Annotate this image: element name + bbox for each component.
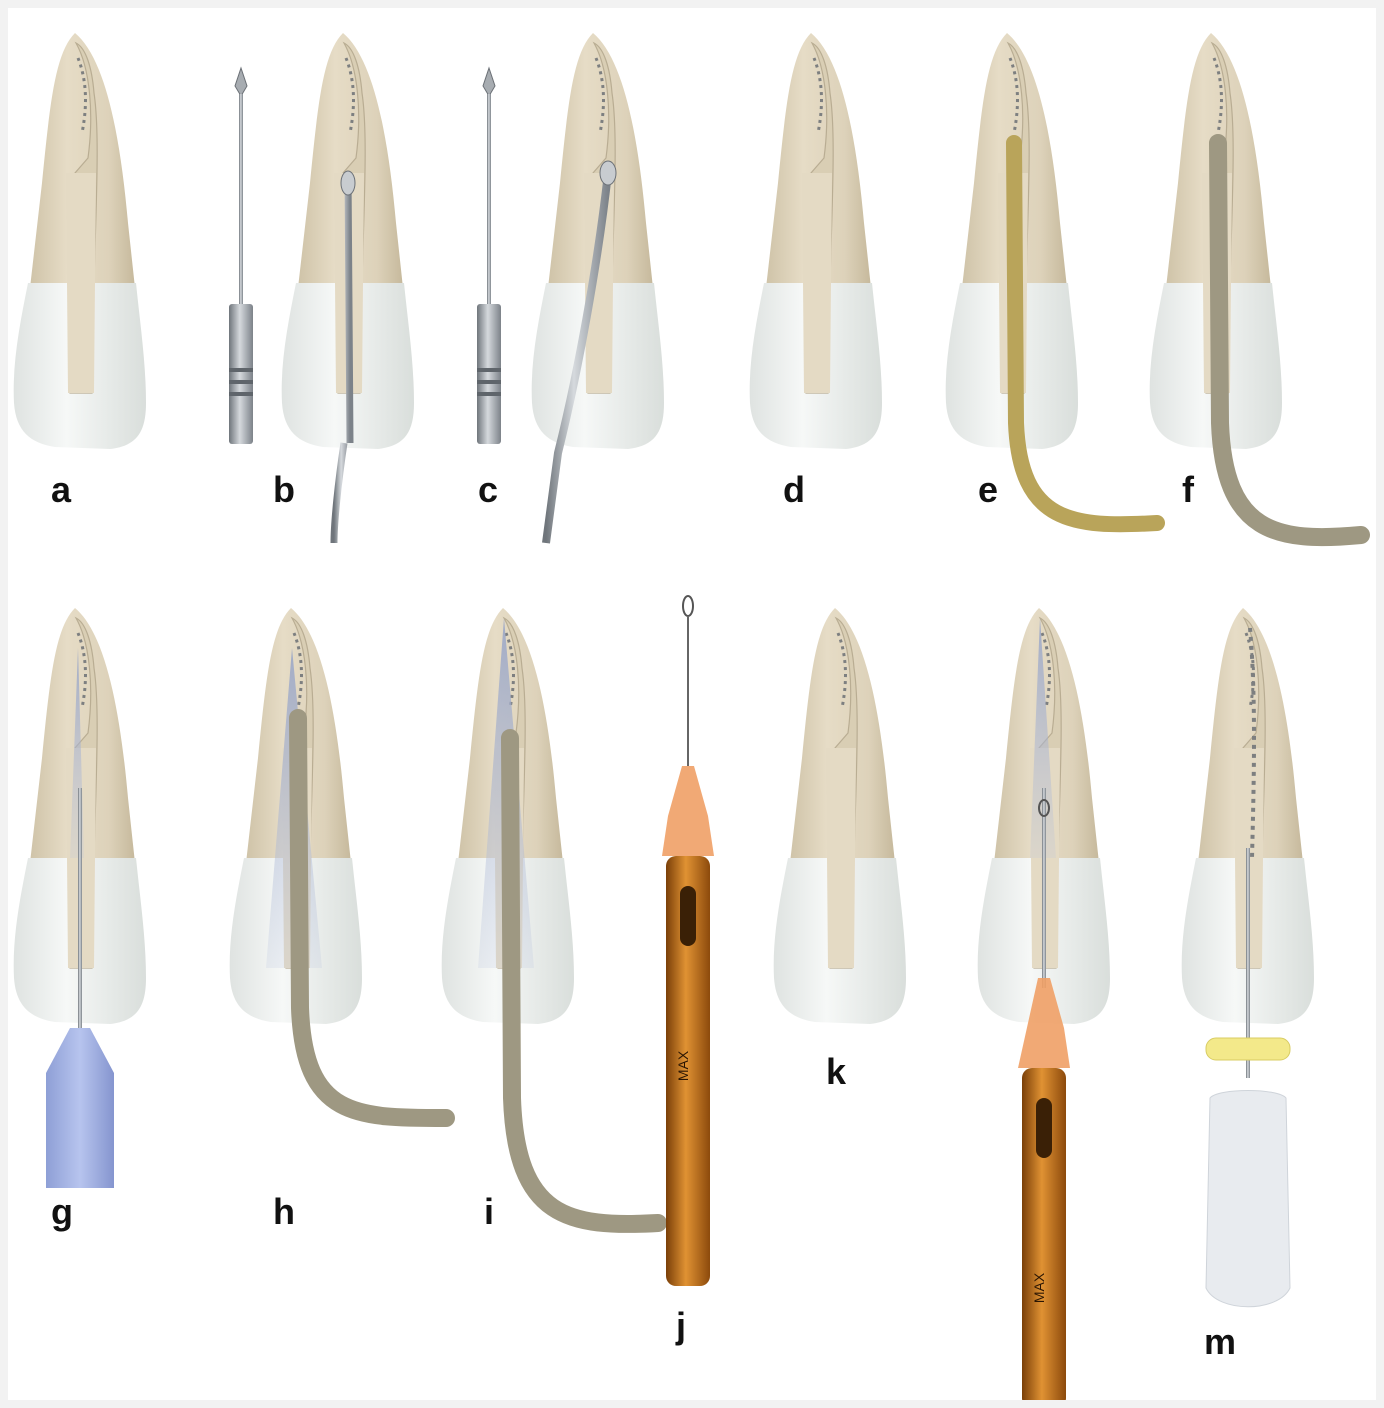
file-b-ring-1 — [229, 380, 253, 384]
tooth-l-activator-wire — [1042, 788, 1046, 988]
tooth-g — [14, 608, 146, 1188]
activator-j-tip-hub — [662, 766, 714, 856]
file-c-ring-1 — [477, 380, 501, 384]
tooth-b-instrument-tip — [341, 171, 355, 195]
tooth-k — [774, 608, 906, 1024]
activator-j-brand: MAX — [675, 1050, 691, 1081]
activator-l-slot — [1036, 1098, 1052, 1158]
file-c — [477, 68, 501, 444]
tooth-e — [946, 33, 1157, 524]
tooth-c-instrument-tip — [600, 161, 616, 185]
illustration-canvas: MAX MAX — [8, 8, 1376, 1400]
tooth-g-syringe-hub — [46, 1028, 114, 1188]
panel-label-g: g — [51, 1194, 73, 1230]
panel-label-c: c — [478, 472, 498, 508]
tooth-a-body — [14, 33, 146, 449]
file-c-ring-2 — [477, 392, 501, 396]
panel-label-k: k — [826, 1054, 846, 1090]
file-c-handle — [477, 304, 501, 444]
panel-label-j: j — [676, 1308, 686, 1344]
activator-l: MAX — [1018, 978, 1070, 1400]
file-b-tip — [235, 68, 247, 96]
tooth-k-body — [774, 608, 906, 1024]
file-b-ring-0 — [229, 368, 253, 372]
tooth-d-body — [750, 33, 882, 449]
tooth-f — [1150, 33, 1361, 537]
tooth-l — [978, 608, 1110, 1024]
file-c-shaft — [487, 94, 491, 304]
tooth-m-handle — [1206, 1091, 1290, 1307]
file-b-ring-2 — [229, 392, 253, 396]
tooth-h — [230, 608, 446, 1118]
panel-label-f: f — [1182, 472, 1194, 508]
tooth-d — [750, 33, 882, 449]
tooth-a — [14, 33, 146, 449]
file-c-tip — [483, 68, 495, 96]
file-b-handle — [229, 304, 253, 444]
tooth-m — [1182, 608, 1314, 1307]
tooth-c — [532, 33, 664, 543]
tooth-b — [282, 33, 414, 543]
panel-label-h: h — [273, 1194, 295, 1230]
activator-j-wire — [687, 616, 689, 766]
panel-label-i: i — [484, 1194, 494, 1230]
figure: MAX MAX a b c d e f g h i j k m — [8, 8, 1376, 1400]
file-b-shaft — [239, 94, 243, 304]
activator-j-loop — [683, 596, 693, 616]
file-b — [229, 68, 253, 444]
tooth-m-stopper — [1206, 1038, 1290, 1060]
tooth-g-needle — [78, 788, 82, 1028]
panel-label-a: a — [51, 472, 71, 508]
file-c-ring-0 — [477, 368, 501, 372]
activator-j-slot — [680, 886, 696, 946]
activator-l-brand: MAX — [1031, 1272, 1047, 1303]
panel-label-m: m — [1204, 1324, 1236, 1360]
activator-j: MAX — [662, 596, 714, 1286]
panel-label-e: e — [978, 472, 998, 508]
panel-label-b: b — [273, 472, 295, 508]
panel-label-d: d — [783, 472, 805, 508]
tooth-i — [442, 608, 658, 1224]
